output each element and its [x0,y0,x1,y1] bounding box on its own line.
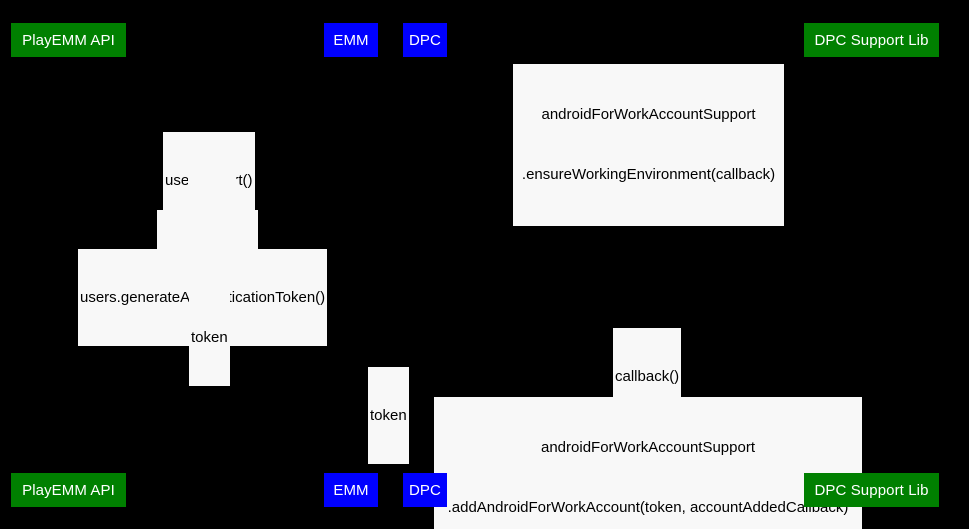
message-add-android-for-work-account: androidForWorkAccountSupport .addAndroid… [434,397,862,529]
message-token-lower: token [368,367,409,464]
message-token-lower-label: token [370,407,407,424]
actor-footer-dpc-support-lib-label: DPC Support Lib [814,481,929,499]
actor-header-emm[interactable]: EMM [324,23,378,57]
actor-header-playemm-api-label: PlayEMM API [22,31,115,49]
message-token-upper-label: token [191,329,228,346]
actor-footer-emm[interactable]: EMM [324,473,378,507]
actor-header-dpc[interactable]: DPC [403,23,447,57]
actor-header-dpc-support-lib[interactable]: DPC Support Lib [804,23,939,57]
actor-footer-dpc-support-lib[interactable]: DPC Support Lib [804,473,939,507]
actor-footer-emm-label: EMM [333,481,369,499]
message-token-upper: token [189,289,230,386]
actor-header-emm-label: EMM [333,31,369,49]
actor-footer-dpc[interactable]: DPC [403,473,447,507]
actor-header-dpc-support-lib-label: DPC Support Lib [814,31,929,49]
actor-footer-dpc-label: DPC [409,481,441,499]
actor-footer-playemm-api-label: PlayEMM API [22,481,115,499]
actor-header-playemm-api[interactable]: PlayEMM API [11,23,126,57]
message-callback-label: callback() [615,368,680,385]
message-add-android-for-work-account-line1: androidForWorkAccountSupport [541,439,755,456]
actor-header-dpc-label: DPC [409,31,441,49]
message-ensure-working-environment-line2: .ensureWorkingEnvironment(callback) [521,166,776,183]
actor-footer-playemm-api[interactable]: PlayEMM API [11,473,126,507]
message-add-android-for-work-account-line2: .addAndroidForWorkAccount(token, account… [447,499,849,516]
message-ensure-working-environment: androidForWorkAccountSupport .ensureWork… [513,64,784,226]
message-ensure-working-environment-line1: androidForWorkAccountSupport [541,106,756,123]
